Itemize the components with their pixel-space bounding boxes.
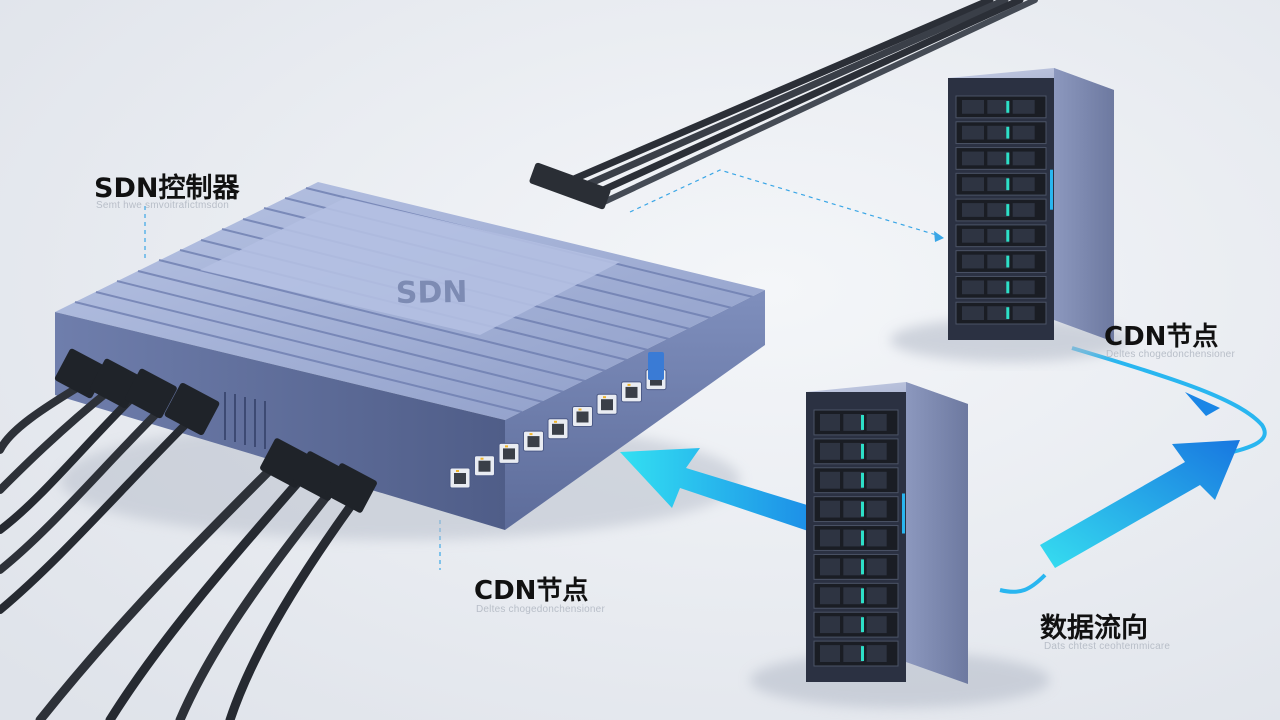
uplink-cable-bundle	[529, 0, 1038, 210]
server-unit	[813, 582, 899, 609]
dashed-arrow-head	[934, 231, 944, 242]
server-unit	[813, 438, 899, 465]
server-unit	[813, 496, 899, 523]
server-rack-top	[948, 68, 1114, 342]
server-unit	[955, 198, 1047, 222]
controller-label: SDN控制器	[94, 173, 240, 204]
server-unit	[955, 301, 1047, 325]
arrow-small-tip	[1185, 392, 1220, 416]
switch-top-panel	[200, 198, 620, 335]
ethernet-port	[523, 430, 544, 452]
rack-status-light	[902, 493, 905, 534]
sdn-switch	[55, 182, 765, 530]
ethernet-port	[547, 418, 569, 440]
sfp-port	[648, 352, 664, 380]
server-unit	[955, 224, 1047, 248]
switch-front-face	[505, 290, 765, 530]
server-unit	[813, 640, 899, 667]
rack-status-light	[1050, 169, 1053, 210]
server-unit	[813, 553, 899, 580]
server-unit	[813, 467, 899, 494]
server-unit	[955, 250, 1047, 273]
server-unit	[955, 95, 1047, 119]
left-cable-bundle	[0, 376, 360, 720]
controller-sublabel: Semt hwe smvoitrafictmsdon	[96, 200, 230, 211]
rack-side-face	[1054, 68, 1114, 342]
server-rack-bottom	[806, 382, 968, 684]
flow-loop-line	[1071, 346, 1267, 462]
server-unit	[955, 275, 1047, 299]
switch-brand-text: SDN	[396, 275, 468, 311]
ethernet-port	[572, 406, 593, 427]
ethernet-port	[474, 455, 495, 477]
arrow-right	[1040, 440, 1240, 568]
data-flow-label: 数据流向	[1040, 613, 1148, 644]
cdn-node-label-top: CDN节点	[1104, 322, 1219, 352]
ethernet-port	[449, 467, 471, 489]
server-unit	[813, 525, 899, 551]
ethernet-ports	[449, 352, 667, 489]
data-flow-sublabel: Dats chtest ceohtemmicare	[1044, 641, 1171, 652]
ethernet-port	[596, 393, 618, 415]
cdn-node-label-bottom: CDN节点	[474, 576, 589, 606]
switch-left-face	[55, 312, 505, 530]
server-unit	[813, 611, 899, 638]
ethernet-port	[498, 442, 520, 464]
cdn-node-sublabel-top: Deltes chogedonchensioner	[1106, 349, 1235, 360]
server-unit	[813, 409, 899, 436]
server-unit	[955, 147, 1047, 170]
switch-vents	[224, 392, 266, 449]
arrow-left	[620, 448, 830, 535]
flow-return-line	[999, 573, 1047, 594]
data-flow-arrows	[620, 346, 1267, 594]
server-unit	[955, 172, 1047, 196]
rack-side-face	[906, 382, 968, 684]
ethernet-port	[621, 381, 642, 403]
server-unit	[955, 121, 1047, 145]
cable-connectors	[54, 348, 377, 513]
cdn-node-sublabel-bottom: Deltes chogedonchensioner	[476, 604, 605, 615]
